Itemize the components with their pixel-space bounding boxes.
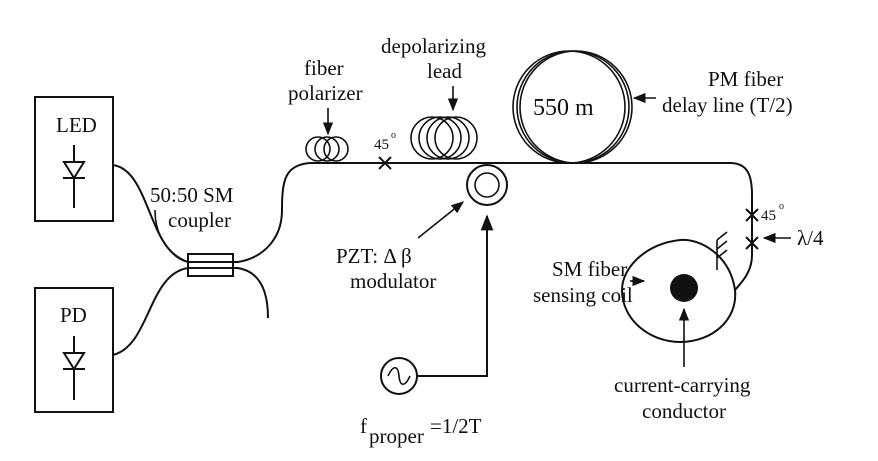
quarter-wave-marker [745,236,759,250]
splice-45-label: 45 [374,137,389,153]
pzt-label-line2: modulator [350,269,436,293]
polarizer-label-line2: polarizer [288,81,363,105]
depol-label-line1: depolarizing [381,34,486,58]
coupler-label-line2: coupler [168,208,231,232]
sensing-label-line2: sensing coil [533,283,633,307]
pm-fiber-delay-coil [512,50,633,164]
pd-label: PD [60,303,87,327]
coupler-fibers [112,162,311,356]
sensing-coil [620,238,737,344]
fiber-end-hatch [716,231,728,270]
freq-rest: =1/2T [430,414,482,438]
main-fiber [310,162,753,291]
splice-45-right-degree: o [779,201,784,212]
pzt-modulator [466,164,508,206]
depol-label-line2: lead [427,59,462,83]
pd-diode-icon [62,336,86,400]
photodetector: PD [34,287,114,413]
coupler-box [187,253,234,277]
splice-45-degree: o [391,130,396,141]
conductor-label-line1: current-carrying [614,373,751,397]
depolarizing-lead-coil [410,116,478,160]
conductor-label-line2: conductor [642,399,726,423]
freq-f: f [360,414,367,438]
coupler-label-line1: 50:50 SM [150,183,234,207]
delay-label-line2: delay line (T/2) [662,93,793,117]
led-diode-icon [62,145,86,208]
conductor-dot [670,274,698,302]
splice-45-marker [378,156,392,170]
led-source: LED [34,96,114,222]
delay-length-label: 550 m [533,95,594,121]
modulation-drive-line [417,214,494,377]
led-box [34,96,114,222]
pd-box [34,287,114,413]
fiber-polarizer-coil [305,136,349,162]
freq-subscript: proper [369,424,424,448]
sensing-label-line1: SM fiber [552,257,627,281]
delay-label-line1: PM fiber [708,67,783,91]
pzt-label-arrow [417,201,464,239]
fiber-coupler-branch [154,209,189,263]
frequency-label: f proper =1/2T [360,414,482,448]
led-label: LED [56,113,97,137]
oscillator-source-icon [380,357,418,395]
pzt-label-line1: PZT: Δ β [336,244,412,268]
fiber-pd-to-coupler [112,267,269,356]
splice-45-right-marker [745,208,759,222]
polarizer-label-line1: fiber [304,56,344,80]
fiber-led-to-coupler [112,162,311,263]
splice-45-right-label: 45 [761,208,776,224]
quarter-wave-label: λ/4 [797,226,824,250]
